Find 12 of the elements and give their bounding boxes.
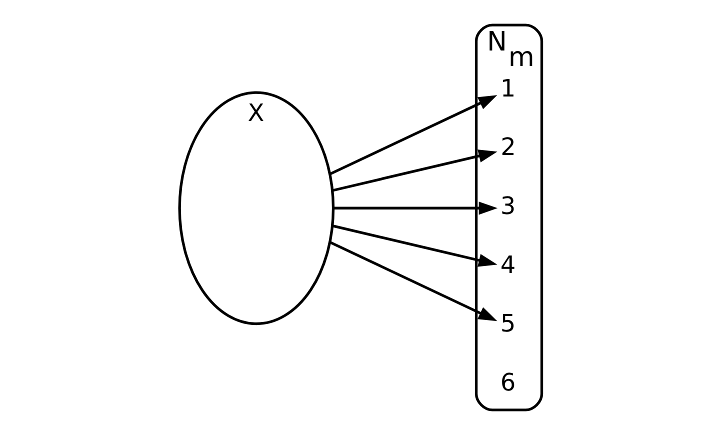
node-text: 1 (500, 74, 516, 102)
arrow (330, 240, 498, 321)
arrow (332, 149, 498, 192)
node-text: 4 (500, 250, 516, 278)
arrow (334, 201, 498, 214)
node-text: 2 (500, 132, 516, 161)
node-text: 6 (500, 368, 516, 396)
node-ellipse: X (178, 90, 335, 325)
arrow (330, 94, 498, 175)
node-text: 3 (500, 192, 516, 220)
node-text: 5 (500, 309, 516, 338)
arrow (332, 224, 498, 266)
